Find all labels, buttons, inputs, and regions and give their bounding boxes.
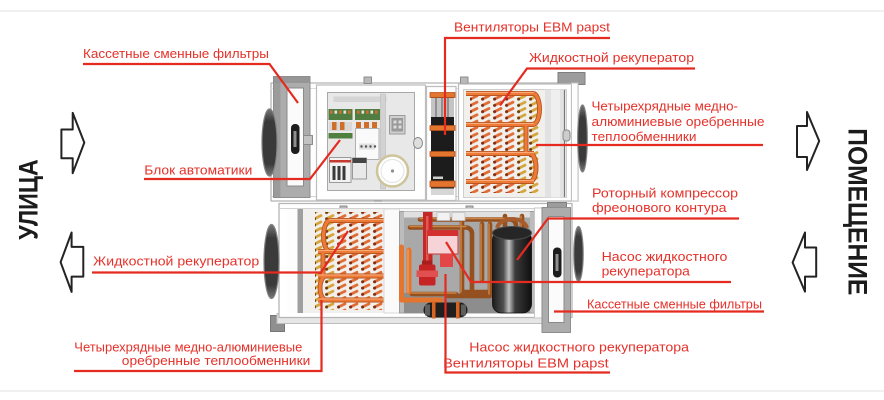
svg-text:теплообменники: теплообменники <box>592 129 697 144</box>
svg-text:Роторный компрессор: Роторный компрессор <box>592 186 738 201</box>
svg-text:УЛИЦА: УЛИЦА <box>14 159 44 240</box>
svg-text:оребренные теплообменники: оребренные теплообменники <box>122 353 310 368</box>
svg-text:фреонового контура: фреонового контура <box>592 200 727 215</box>
svg-text:Кассетные сменные фильтры: Кассетные сменные фильтры <box>83 46 269 61</box>
svg-text:Жидкостной рекуператор: Жидкостной рекуператор <box>93 254 259 269</box>
svg-text:Вентиляторы EBM papst: Вентиляторы EBM papst <box>454 20 610 35</box>
svg-text:Четырехрядные медно-: Четырехрядные медно- <box>592 99 739 114</box>
svg-text:Насос жидкостного: Насос жидкостного <box>602 249 728 264</box>
svg-text:Кассетные сменные фильтры: Кассетные сменные фильтры <box>587 297 762 312</box>
svg-text:Вентиляторы EBM papst: Вентиляторы EBM papst <box>443 356 609 371</box>
svg-text:Блок автоматики: Блок автоматики <box>144 163 252 178</box>
svg-text:Жидкостной рекуператор: Жидкостной рекуператор <box>529 50 694 65</box>
svg-text:рекуператора: рекуператора <box>602 264 691 279</box>
svg-text:Насос жидкостного рекуператора: Насос жидкостного рекуператора <box>469 339 689 354</box>
svg-text:Четырехрядные медно-алюминиевы: Четырехрядные медно-алюминиевые <box>74 339 302 354</box>
svg-text:алюминиевые оребренные: алюминиевые оребренные <box>592 114 765 129</box>
svg-text:ПОМЕЩЕНИЕ: ПОМЕЩЕНИЕ <box>843 128 873 295</box>
